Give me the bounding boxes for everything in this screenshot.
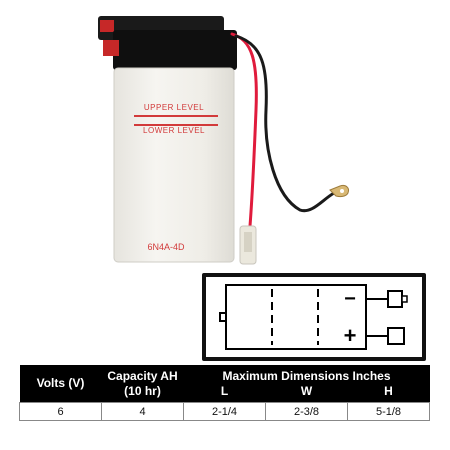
battery-lid (113, 30, 237, 70)
ring-terminal-icon (329, 185, 349, 198)
negative-symbol: − (344, 288, 356, 310)
lower-level-label: LOWER LEVEL (143, 126, 205, 135)
red-wire (230, 32, 258, 228)
battery-model-label: 6N4A-4D (147, 242, 185, 252)
cell-capacity: 4 (101, 402, 184, 421)
table-row: 6 4 2-1/4 2-3/8 5-1/8 (19, 402, 431, 421)
battery-case (113, 67, 235, 263)
battery-photo: UPPER LEVEL LOWER LEVEL 6N4A-4D (98, 16, 349, 265)
cell-w: 2-3/8 (265, 402, 348, 421)
terminal-diagram-svg: − + (206, 277, 422, 357)
header-capacity: Capacity AH (10 hr) (101, 365, 184, 403)
header-max-dimensions: Maximum Dimensions Inches (183, 365, 430, 384)
terminal-layout-diagram: − + (202, 273, 426, 361)
front-red-cap-icon (103, 40, 119, 56)
header-w: W (265, 384, 348, 403)
diagram-battery-outline (225, 284, 367, 350)
cell-l: 2-1/4 (183, 402, 266, 421)
cell-h: 5-1/8 (346, 402, 431, 421)
header-h: H (347, 384, 430, 403)
header-l: L (183, 384, 266, 403)
spec-table: Volts (V) Capacity AH (10 hr) Maximum Di… (19, 365, 431, 421)
upper-level-label: UPPER LEVEL (144, 103, 204, 112)
header-capacity-label: Capacity AH (10 hr) (107, 368, 178, 398)
cell-volts: 6 (19, 402, 102, 421)
negative-terminal-icon (387, 290, 403, 308)
black-wire (234, 34, 336, 213)
positive-terminal-icon (387, 327, 405, 345)
rear-red-cap-icon (100, 20, 114, 32)
positive-symbol: + (344, 323, 357, 348)
header-volts: Volts (V) (19, 365, 102, 403)
